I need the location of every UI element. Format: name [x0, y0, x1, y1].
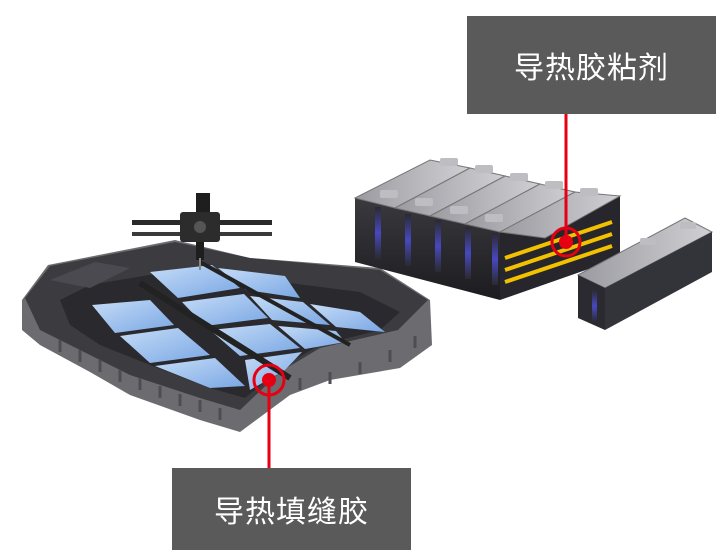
tray-bms-box — [50, 262, 130, 288]
tray-cell — [92, 300, 174, 333]
single-battery-cell — [576, 217, 714, 330]
dispenser-gantry — [132, 193, 272, 270]
tray-cell — [310, 304, 385, 332]
adhesive-label: 导热胶粘剂 — [467, 16, 716, 114]
tray-cell — [182, 294, 268, 326]
gap-filler-label: 导热填缝胶 — [172, 468, 411, 550]
tray-cell — [120, 328, 210, 363]
tray-ribs — [58, 336, 417, 420]
adhesive-stripes — [504, 220, 613, 284]
tray-cell — [155, 358, 245, 388]
module-blue-strips — [375, 207, 498, 285]
tray-cell — [210, 324, 300, 356]
battery-module-stack — [353, 158, 622, 300]
tray-beam — [138, 280, 292, 381]
module-top-cells — [353, 158, 622, 239]
tray-beam — [199, 260, 351, 347]
tray-cell — [218, 268, 300, 298]
callout-gap-filler — [252, 363, 286, 468]
battery-tray — [22, 240, 432, 432]
callout-adhesive — [550, 114, 582, 258]
